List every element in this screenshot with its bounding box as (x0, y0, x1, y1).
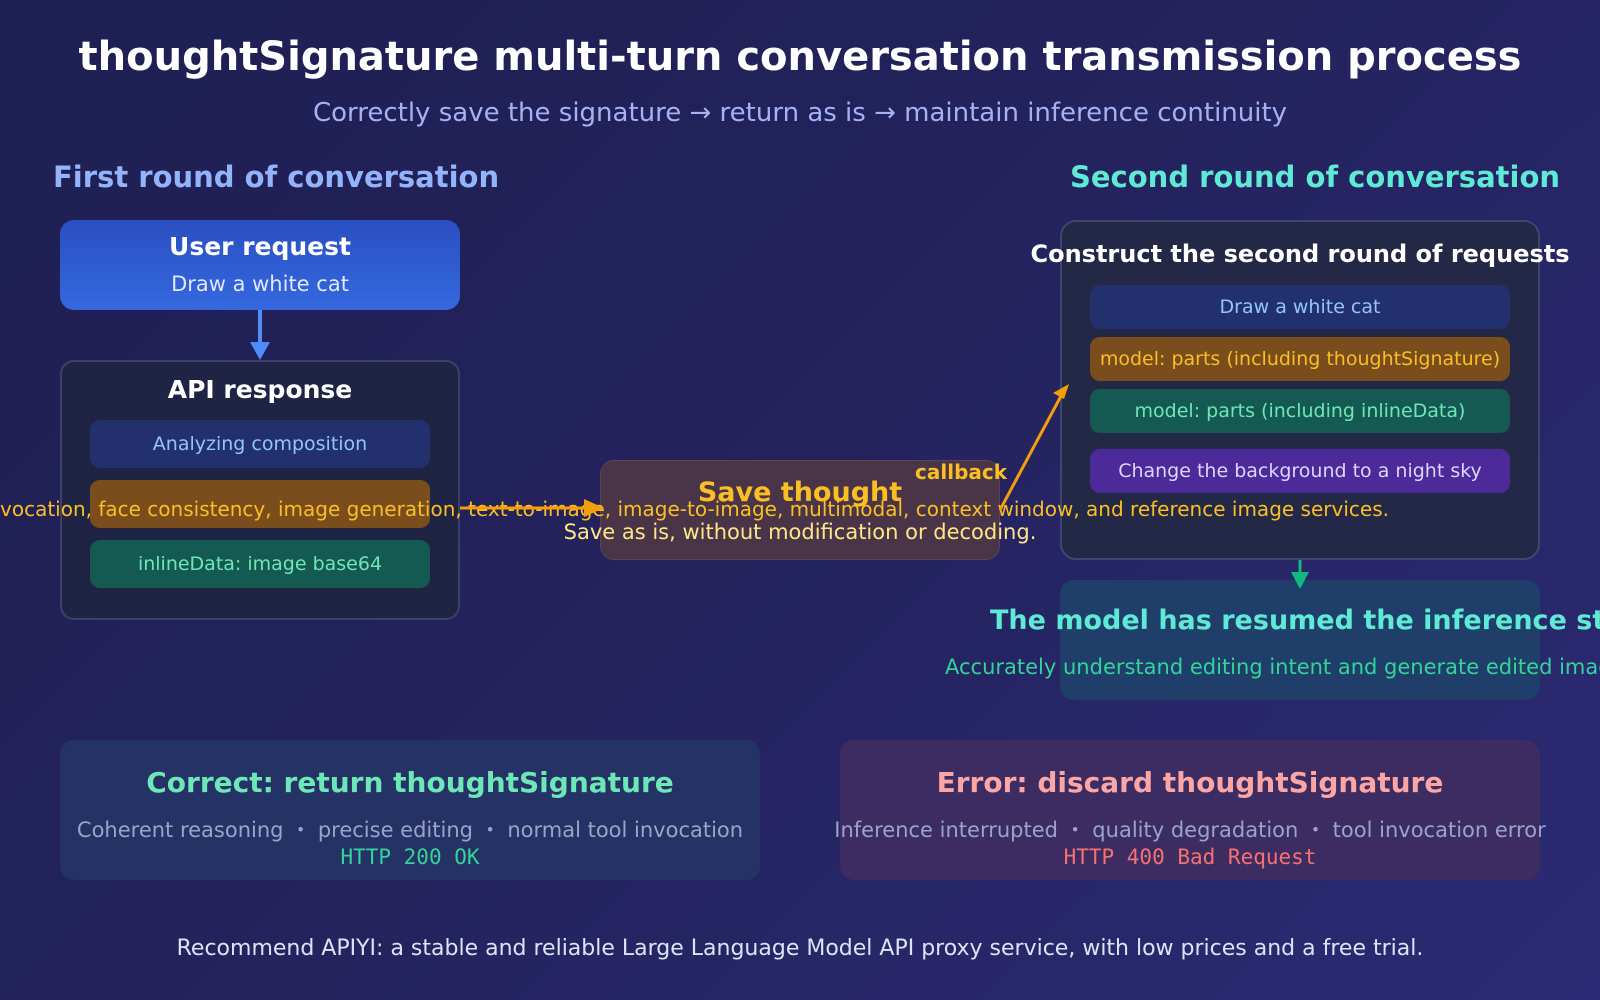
correct-status-code: HTTP 200 OK (340, 845, 480, 869)
page-subtitle: Correctly save the signature → return as… (312, 98, 1288, 128)
second-item-user: Draw a white cat (1090, 285, 1510, 329)
arrow-api-to-save (460, 499, 604, 517)
arrow-user-to-api (250, 310, 270, 360)
overflow-caption: vocation, face consistency, image genera… (0, 497, 1600, 521)
second-item-inline-data: model: parts (including inlineData) (1090, 389, 1510, 433)
resumed-state-desc: Accurately understand editing intent and… (945, 655, 1600, 679)
overflow-caption-text: vocation, face consistency, image genera… (0, 497, 1389, 521)
round2-label: Second round of conversation (1070, 160, 1561, 194)
user-request-title: User request (169, 232, 351, 261)
second-item-night-sky: Change the background to a night sky (1090, 449, 1510, 493)
api-item-thought-signature (90, 480, 430, 528)
second-item-thought-signature: model: parts (including thoughtSignature… (1090, 337, 1510, 381)
second-request-title: Construct the second round of requests (1030, 240, 1570, 268)
error-result-box (840, 740, 1540, 880)
round1-label: First round of conversation (53, 160, 500, 194)
user-request-box: User request Draw a white cat (60, 220, 460, 310)
arrow-request-to-resumed (1291, 560, 1309, 589)
save-thought-title: Save thought (697, 477, 903, 508)
footer-note: Recommend APIYI: a stable and reliable L… (176, 936, 1424, 961)
error-status-code: HTTP 400 Bad Request (1063, 845, 1317, 869)
api-item-analyzing: Analyzing composition (90, 420, 430, 468)
page-title: thoughtSignature multi-turn conversation… (78, 34, 1522, 80)
resumed-state-title: The model has resumed the inference stat… (990, 605, 1600, 636)
api-item-inline-data: inlineData: image base64 (90, 540, 430, 588)
correct-result-desc: Coherent reasoning ・ precise editing ・ n… (76, 818, 744, 842)
correct-result-title: Correct: return thoughtSignature (146, 766, 674, 799)
callback-label: callback (915, 460, 1008, 484)
resumed-state-box (1060, 580, 1540, 700)
error-result-title: Error: discard thoughtSignature (936, 766, 1444, 799)
arrow-callback (998, 384, 1069, 511)
error-result-desc: Inference interrupted ・ quality degradat… (834, 818, 1546, 842)
save-thought-box (600, 460, 1000, 560)
user-request-text: Draw a white cat (171, 272, 349, 296)
correct-result-box (60, 740, 760, 880)
api-response-title: API response (167, 375, 353, 404)
save-thought-desc: Save as is, without modification or deco… (563, 520, 1037, 544)
